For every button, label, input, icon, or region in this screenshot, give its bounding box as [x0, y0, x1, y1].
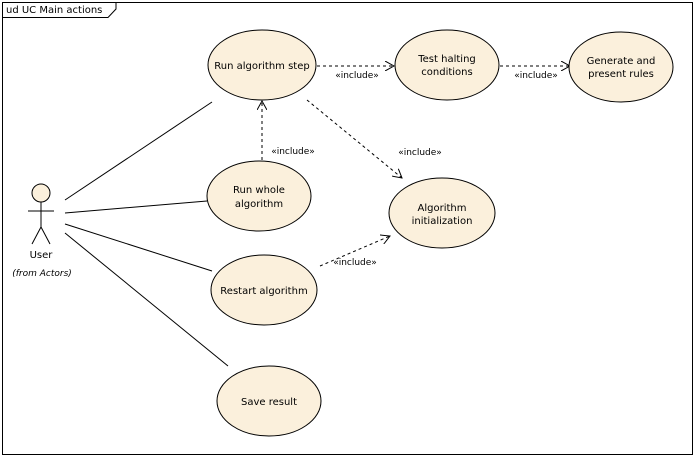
association-restart: [64, 223, 213, 272]
include-label-init: «include»: [398, 148, 442, 158]
actor-name: User: [30, 250, 54, 261]
use-case-run-whole-algorithm[interactable]: Run whole algorithm: [206, 160, 312, 232]
use-case-save-result[interactable]: Save result: [216, 365, 322, 437]
include-arrow-init: [306, 99, 402, 178]
use-case-run-algorithm-step[interactable]: Run algorithm step: [207, 29, 317, 101]
include-label-generate: «include»: [514, 71, 558, 81]
use-case-label: Save result: [241, 397, 297, 408]
use-case-label: present rules: [588, 69, 654, 80]
actor-head: [31, 183, 51, 203]
use-case-label: Restart algorithm: [220, 286, 307, 297]
include-label-whole: «include»: [271, 147, 315, 157]
use-case-label: conditions: [421, 67, 472, 78]
use-case-label: initialization: [412, 216, 473, 227]
include-label-restart: «include»: [333, 258, 377, 268]
use-case-label: Run whole: [233, 185, 285, 196]
association-run-whole: [64, 200, 208, 214]
use-case-test-halting-conditions[interactable]: Test halting conditions: [394, 29, 500, 101]
use-case-label: Algorithm: [418, 203, 467, 214]
use-case-algorithm-initialization[interactable]: Algorithm initialization: [388, 177, 496, 249]
association-save: [64, 232, 229, 367]
frame-title: ud UC Main actions: [6, 5, 102, 16]
actor-left-leg: [31, 226, 42, 245]
association-lines: [64, 101, 229, 367]
include-label-halting: «include»: [335, 71, 379, 81]
use-case-restart-algorithm[interactable]: Restart algorithm: [210, 254, 318, 326]
include-arrow-restart: [319, 236, 390, 267]
frame-title-tab: [2, 2, 117, 18]
user-actor[interactable]: [28, 183, 54, 245]
use-case-label: Run algorithm step: [214, 61, 309, 72]
use-case-label: Generate and: [587, 56, 656, 67]
use-case-generate-rules[interactable]: Generate and present rules: [568, 31, 674, 103]
use-case-label: algorithm: [235, 199, 283, 210]
use-case-label: Test halting: [417, 54, 476, 65]
include-dependencies: [262, 66, 570, 267]
association-run-step: [64, 101, 213, 201]
actor-origin: (from Actors): [12, 269, 72, 279]
actor-right-leg: [40, 226, 51, 245]
